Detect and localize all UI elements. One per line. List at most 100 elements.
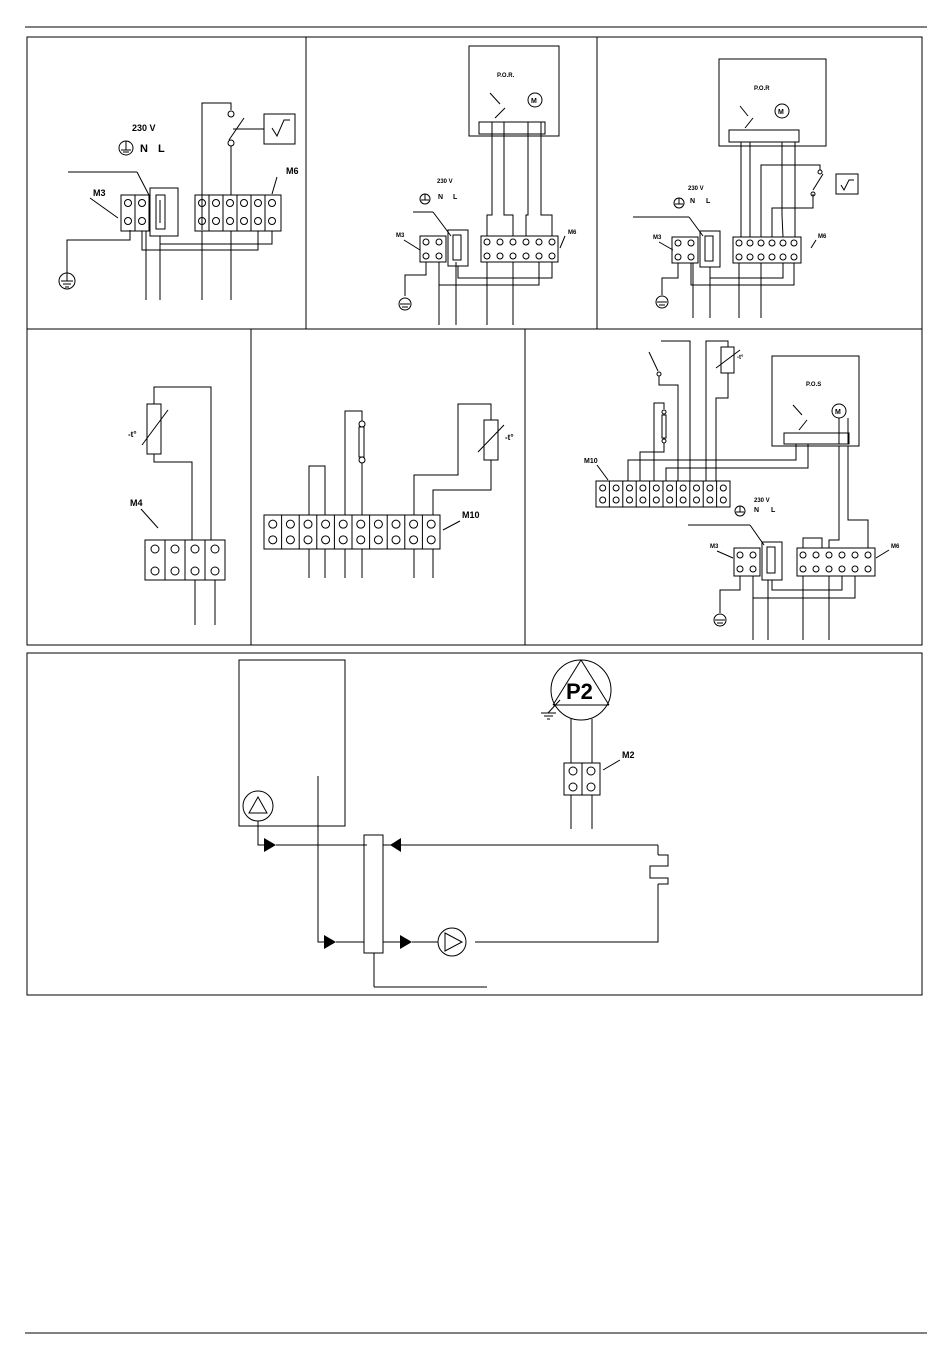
temp-sensor-label: -t° — [505, 433, 514, 442]
terminal-screw — [627, 485, 633, 491]
temp-sensor-label: -t° — [128, 430, 137, 439]
panel-3: P.O.R M 230 V N L M3 M6 — [633, 59, 858, 318]
boiler-pump-icon — [243, 791, 273, 821]
voltage-label: 230 V — [754, 498, 770, 504]
terminal-screw — [392, 536, 400, 544]
pos-label: P.O.S — [806, 382, 821, 388]
panel-6: P.O.S M -t° M10 230 V — [584, 341, 900, 640]
terminal-screw — [640, 497, 646, 503]
panel-5-frame — [251, 329, 525, 645]
fuse-holder — [700, 231, 720, 267]
terminal-screw — [720, 497, 726, 503]
panel-1: 230 V N L M3 M6 — [59, 103, 299, 300]
m6-terminal-block — [481, 236, 558, 262]
neutral-label: N — [754, 507, 759, 514]
m3-label: M3 — [396, 233, 405, 239]
terminal-screw — [707, 497, 713, 503]
terminal-screw — [613, 485, 619, 491]
terminal-screw — [410, 520, 418, 528]
m3-terminal-block — [734, 548, 760, 576]
earth-icon — [674, 198, 684, 208]
terminal-screw — [339, 520, 347, 528]
terminal-screw — [322, 536, 330, 544]
boiler-unit — [239, 660, 345, 826]
m4-terminal-block — [145, 540, 225, 580]
panel-4: -t° M4 — [128, 387, 225, 625]
panel-2: P.O.R. M 230 V N L M3 M6 — [396, 46, 577, 325]
terminal-screw — [653, 485, 659, 491]
terminal-screw — [600, 497, 606, 503]
terminal-screw — [720, 485, 726, 491]
panel-1-frame — [27, 37, 306, 329]
terminal-screw — [339, 536, 347, 544]
ground-icon — [656, 296, 668, 308]
svg-text:M: M — [531, 98, 537, 105]
line-label: L — [158, 143, 165, 155]
sensor-box — [264, 114, 295, 144]
neutral-label: N — [690, 198, 695, 205]
terminal-screw — [627, 497, 633, 503]
p2-label: P2 — [566, 679, 593, 704]
terminal-screw — [653, 497, 659, 503]
terminal-screw — [304, 536, 312, 544]
sensor-probe — [662, 415, 666, 438]
svg-text:M: M — [835, 409, 841, 416]
terminal-screw — [304, 520, 312, 528]
terminal-screw — [707, 485, 713, 491]
m10-label: M10 — [462, 510, 480, 520]
line-label: L — [771, 507, 776, 514]
m6-terminal-block — [195, 195, 281, 231]
fuse-holder — [150, 188, 178, 236]
panel-6-frame — [525, 329, 922, 645]
m3-terminal-block — [121, 195, 149, 231]
m2-terminal-block — [564, 763, 600, 795]
ground-icon — [714, 614, 726, 626]
terminal-screw — [667, 497, 673, 503]
m10-terminal-block — [596, 481, 730, 507]
terminal-screw — [286, 536, 294, 544]
por-label: P.O.R — [754, 86, 770, 92]
m2-label: M2 — [622, 750, 635, 760]
ground-icon — [399, 298, 411, 310]
earth-icon — [119, 141, 133, 155]
p2-pump-icon: P2 — [551, 660, 611, 720]
terminal-screw — [357, 520, 365, 528]
terminal-screw — [269, 520, 277, 528]
terminal-screw — [667, 485, 673, 491]
terminal-screw — [269, 536, 277, 544]
m10-label: M10 — [584, 458, 598, 465]
terminal-screw — [392, 520, 400, 528]
temp-sensor-label: -t° — [737, 355, 744, 361]
line-label: L — [706, 198, 711, 205]
m6-label: M6 — [286, 166, 299, 176]
terminal-screw — [410, 536, 418, 544]
flow-arrow-icon — [324, 935, 336, 949]
neutral-label: N — [438, 194, 443, 201]
panel-7-frame — [27, 653, 922, 995]
m3-terminal-block — [672, 237, 698, 263]
terminal-screw — [427, 536, 435, 544]
terminal-screw — [600, 485, 606, 491]
voltage-label: 230 V — [437, 179, 453, 185]
m6-label: M6 — [818, 234, 827, 240]
panel-7: P2 M2 — [239, 660, 668, 987]
voltage-label: 230 V — [688, 186, 704, 192]
panel-4-frame — [27, 329, 251, 645]
m6-terminal-block — [797, 548, 875, 576]
m6-label: M6 — [891, 544, 900, 550]
temp-sensor-resistor — [721, 347, 734, 373]
ground-icon — [59, 273, 75, 289]
m4-label: M4 — [130, 498, 143, 508]
flow-arrow-icon — [264, 838, 276, 852]
terminal-screw — [322, 520, 330, 528]
hydraulic-separator — [364, 835, 383, 953]
terminal-screw — [680, 497, 686, 503]
radiator-icon — [650, 855, 668, 884]
svg-text:M: M — [778, 109, 784, 116]
terminal-screw — [694, 497, 700, 503]
sensor-probe — [359, 427, 364, 457]
earth-icon — [735, 506, 745, 516]
por-label: P.O.R. — [497, 73, 515, 79]
panel-5: -t° M10 — [264, 404, 514, 578]
